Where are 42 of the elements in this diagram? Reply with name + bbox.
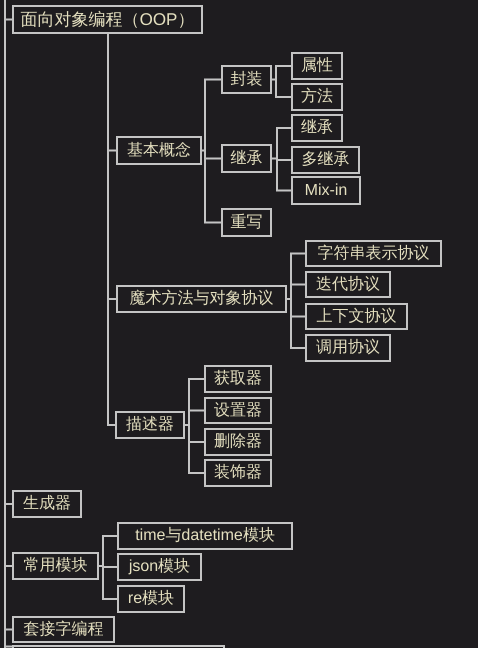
topic-box: 重写: [221, 208, 272, 237]
topic-box: re模块: [117, 585, 185, 613]
connector-line: [287, 284, 305, 300]
topic-box: 上下文协议: [305, 303, 408, 330]
topic-box: 继承: [291, 114, 343, 142]
topic-box: 字符串表示协议: [305, 240, 442, 267]
connector-line: [6, 503, 12, 505]
connector-line: [99, 535, 117, 567]
topic-box: 方法: [291, 83, 343, 111]
topic-box: time与datetime模块: [117, 522, 293, 550]
topic-box: 封装: [221, 65, 272, 94]
topic-box: json模块: [117, 553, 202, 581]
connector-line: [107, 34, 115, 426]
topic-box: 迭代协议: [305, 271, 391, 298]
topic-box: Mix-in: [291, 176, 361, 205]
connector-line: [6, 18, 12, 20]
connector-line: [185, 410, 204, 426]
topic-box: 属性: [291, 52, 343, 80]
topic-box: 获取器: [204, 365, 272, 393]
connector-line: [272, 78, 291, 98]
topic-box: 魔术方法与对象协议: [116, 285, 287, 313]
connector-line: [99, 565, 117, 600]
topic-box: 多继承: [291, 146, 360, 174]
topic-box: 生成器: [12, 490, 82, 518]
topic-box: 描述器: [115, 411, 185, 439]
topic-box: 基本概念: [116, 136, 202, 165]
connector-line: [202, 78, 221, 152]
topic-box: 常用模块: [12, 552, 99, 580]
connector-line: [6, 565, 12, 567]
connector-line: [272, 158, 291, 192]
connector-line: [6, 628, 12, 630]
topic-box: 调用协议: [305, 334, 391, 362]
topic-box: 装饰器: [204, 459, 272, 487]
topic-box: 面向对象编程（OOP）: [12, 5, 203, 34]
connector-line: [272, 65, 291, 80]
empty-box: [12, 645, 225, 648]
connector-line: [185, 424, 204, 474]
topic-box: 继承: [221, 144, 272, 173]
topic-box: 设置器: [204, 397, 272, 424]
topic-box: 套接字编程: [12, 616, 115, 643]
topic-box: 删除器: [204, 428, 272, 456]
connector-line: [6, 646, 12, 648]
